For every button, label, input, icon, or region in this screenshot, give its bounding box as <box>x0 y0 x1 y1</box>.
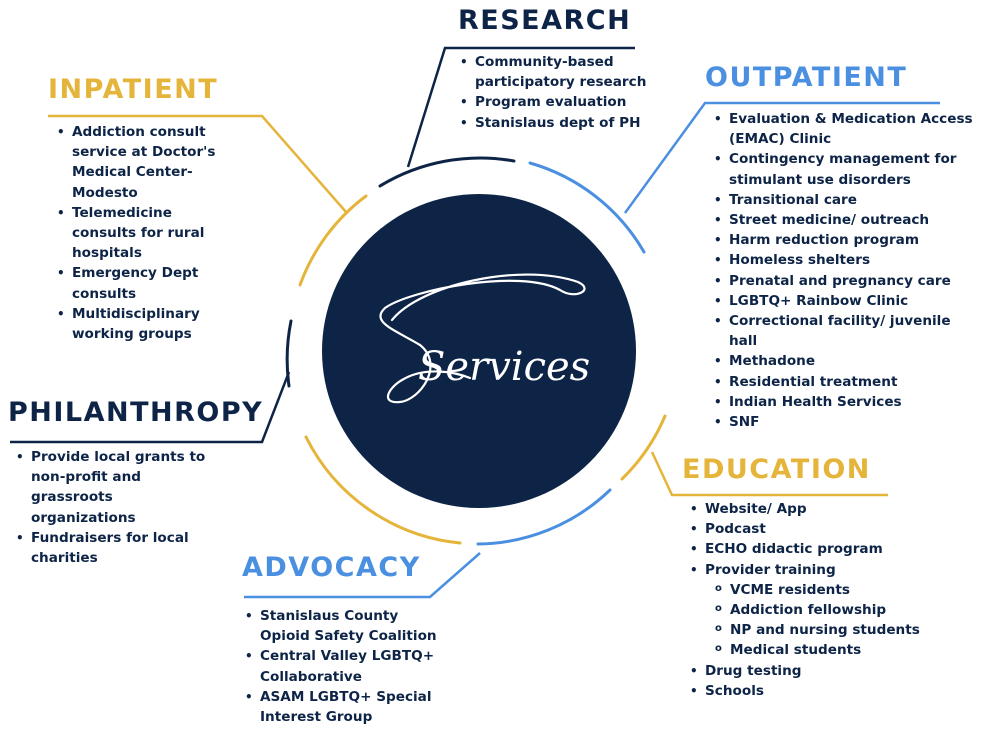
list-item-label: Provider training <box>705 561 836 578</box>
list-item: SNF <box>713 412 975 432</box>
list-item: Community-based participatory research <box>459 52 659 92</box>
philanthropy-heading: PHILANTHROPY <box>8 397 264 428</box>
ring-arc-outpatient <box>528 161 646 254</box>
list-item: Street medicine/ outreach <box>713 210 975 230</box>
list-item: Provider training VCME residents Addicti… <box>689 560 959 661</box>
list-item: Emergency Dept consults <box>56 263 216 303</box>
outpatient-heading: OUTPATIENT <box>705 62 908 93</box>
inpatient-heading: INPATIENT <box>48 74 219 105</box>
list-item: Transitional care <box>713 190 975 210</box>
list-item: Stanislaus County Opioid Safety Coalitio… <box>244 606 449 646</box>
research-list: Community-based participatory research P… <box>459 52 659 133</box>
list-item: Homeless shelters <box>713 250 975 270</box>
center-label: Services <box>418 344 590 390</box>
list-item: Website/ App <box>689 499 959 519</box>
ring-arc-philanthropy <box>304 435 462 545</box>
sub-list-item: Addiction fellowship <box>705 599 959 620</box>
ring-arc-philanthropy-upper <box>285 319 293 388</box>
outpatient-list: Evaluation & Medication Access (EMAC) Cl… <box>713 109 975 432</box>
list-item: Drug testing <box>689 661 959 681</box>
philanthropy-list: Provide local grants to non-profit and g… <box>15 447 220 568</box>
list-item: Harm reduction program <box>713 230 975 250</box>
list-item: Addiction consult service at Doctor's Me… <box>56 122 216 203</box>
research-heading: RESEARCH <box>458 5 632 36</box>
list-item: LGBTQ+ Rainbow Clinic <box>713 291 975 311</box>
list-item: Multidisciplinary working groups <box>56 304 216 344</box>
ring-arc-advocacy <box>476 488 612 546</box>
list-item: Central Valley LGBTQ+ Collaborative <box>244 646 449 686</box>
list-item: Program evaluation <box>459 92 659 112</box>
center-circle <box>322 194 636 508</box>
list-item: Prenatal and pregnancy care <box>713 271 975 291</box>
list-item: Stanislaus dept of PH <box>459 113 659 133</box>
list-item: Evaluation & Medication Access (EMAC) Cl… <box>713 109 975 149</box>
list-item: Methadone <box>713 351 975 371</box>
services-script <box>379 273 586 404</box>
education-heading: EDUCATION <box>682 454 871 485</box>
list-item: Indian Health Services <box>713 392 975 412</box>
connector-research <box>406 46 635 168</box>
sub-list-item: NP and nursing students <box>705 619 959 640</box>
advocacy-heading: ADVOCACY <box>242 552 421 583</box>
connector-inpatient <box>48 114 347 213</box>
education-list: Website/ App Podcast ECHO didactic progr… <box>689 499 959 701</box>
advocacy-list: Stanislaus County Opioid Safety Coalitio… <box>244 606 449 727</box>
list-item: Provide local grants to non-profit and g… <box>15 447 220 528</box>
sub-list-item: Medical students <box>705 639 959 660</box>
list-item: ASAM LGBTQ+ Special Interest Group <box>244 687 449 727</box>
connector-philanthropy <box>10 371 291 444</box>
inpatient-list: Addiction consult service at Doctor's Me… <box>56 122 216 344</box>
list-item: Residential treatment <box>713 372 975 392</box>
ring-arc-inpatient <box>298 194 368 287</box>
list-item: ECHO didactic program <box>689 539 959 559</box>
sub-list: VCME residents Addiction fellowship NP a… <box>705 579 959 661</box>
connector-outpatient <box>623 101 940 214</box>
list-item: Telemedicine consults for rural hospital… <box>56 203 216 264</box>
connector-advocacy <box>244 552 481 599</box>
list-item: Contingency management for stimulant use… <box>713 149 975 189</box>
list-item: Fundraisers for local charities <box>15 528 220 568</box>
list-item: Correctional facility/ juvenile hall <box>713 311 975 351</box>
list-item: Schools <box>689 681 959 701</box>
ring-arc-education <box>620 414 667 481</box>
ring-arc-research <box>378 156 516 188</box>
connector-education <box>650 451 888 497</box>
list-item: Podcast <box>689 519 959 539</box>
sub-list-item: VCME residents <box>705 579 959 600</box>
